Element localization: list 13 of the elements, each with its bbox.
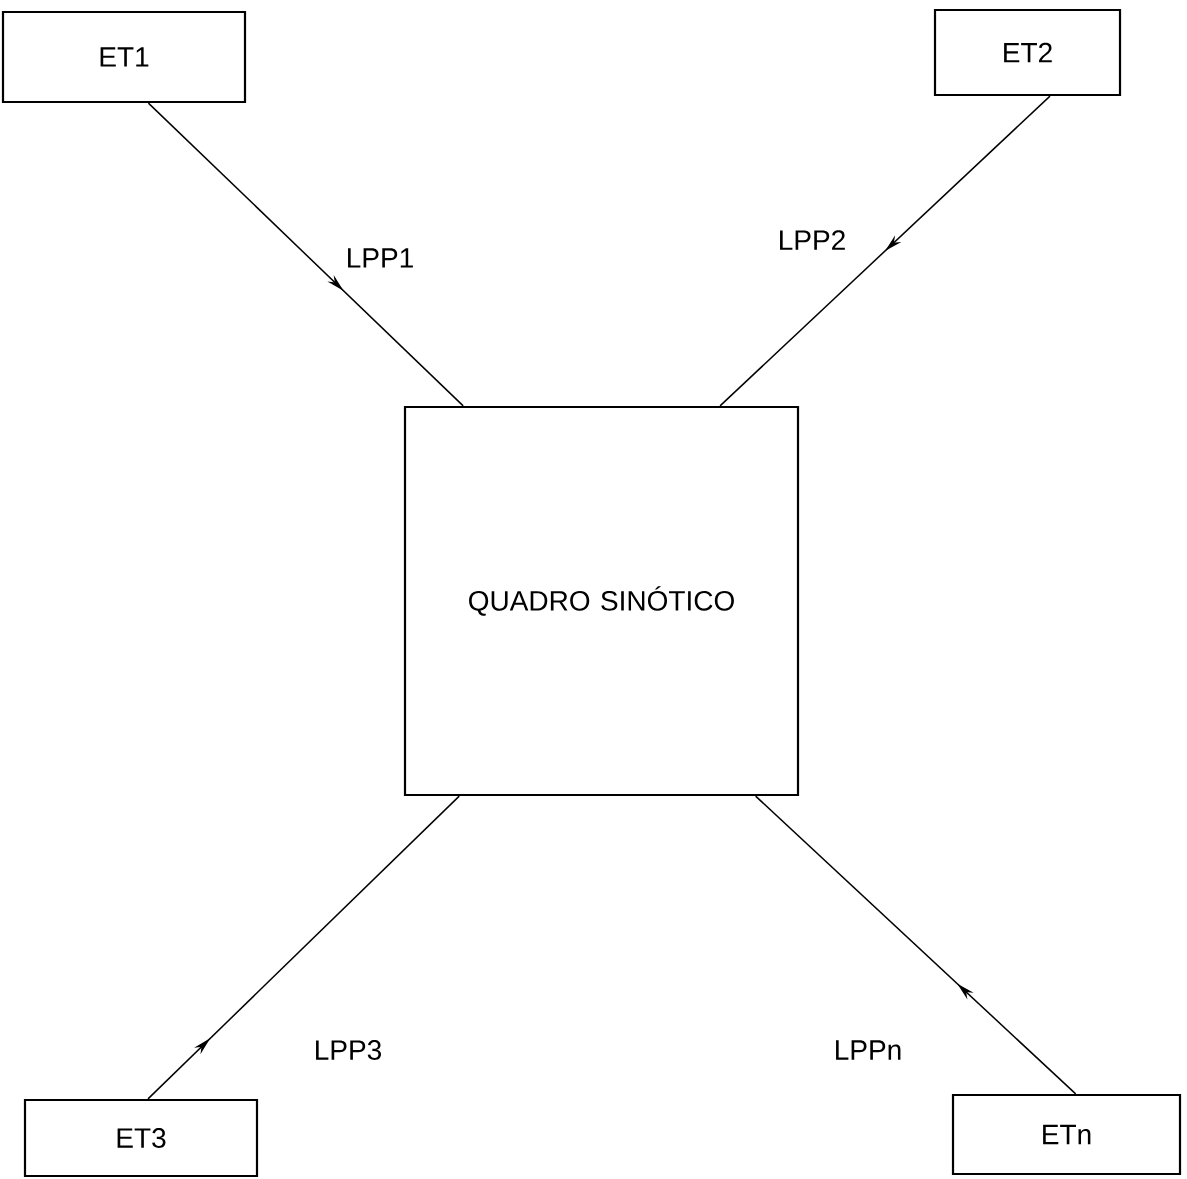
edge-label: LPPn	[831, 1038, 905, 1062]
process-box: ET2	[933, 8, 1122, 97]
process-box: ET1	[1, 10, 247, 104]
process-box: ET3	[23, 1098, 259, 1178]
arrow	[754, 795, 1077, 1095]
arrow	[147, 795, 460, 1100]
process-box: QUADRO SINÓTICO	[403, 405, 800, 797]
edge-label: LPP2	[775, 228, 849, 252]
arrow	[147, 102, 464, 407]
arrow	[719, 95, 1051, 407]
edge-label: LPP1	[343, 246, 417, 270]
process-box: ETn	[951, 1093, 1182, 1176]
edge-label: LPP3	[311, 1038, 385, 1062]
